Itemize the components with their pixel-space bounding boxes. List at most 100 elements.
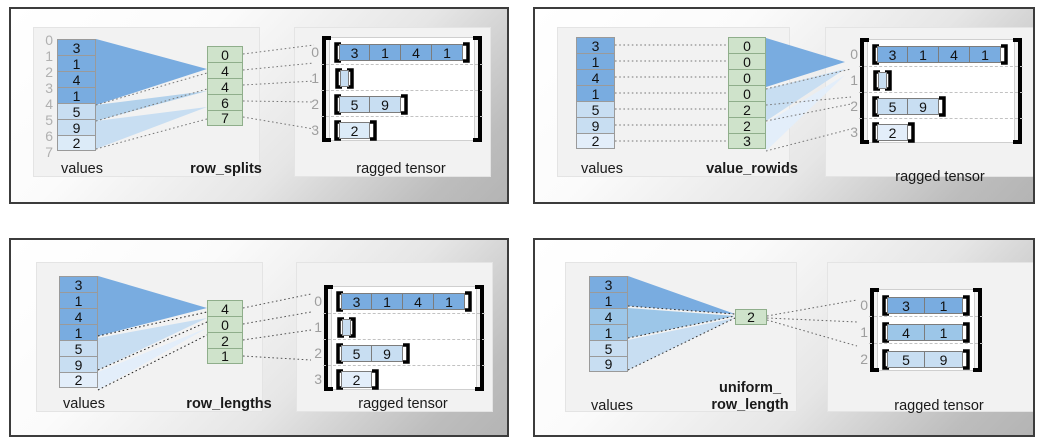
ragged-cell: 4 xyxy=(939,46,970,63)
value-cell: 3 xyxy=(59,276,98,293)
ragged-cell: 9 xyxy=(925,351,963,368)
encoding-column-row-lengths: 4 0 2 1 xyxy=(207,300,243,364)
ragged-cell: 2 xyxy=(877,124,908,141)
encoding-cell: 7 xyxy=(207,110,243,126)
encoding-cell: 2 xyxy=(728,117,766,134)
panel-row-lengths: 3 1 4 1 5 9 2 4 0 2 1 xyxy=(9,238,509,437)
caption-encoding-line2: row_length xyxy=(711,396,789,413)
ragged-cell: 9 xyxy=(372,345,403,362)
encoding-cell: 6 xyxy=(207,94,243,111)
caption-tensor: ragged tensor xyxy=(358,396,448,412)
ragged-row: 3 1 xyxy=(887,297,963,314)
ragged-cell: 5 xyxy=(341,345,372,362)
value-cell: 1 xyxy=(59,324,98,341)
ragged-cell: 3 xyxy=(339,44,370,61)
row-index-label: 1 xyxy=(311,70,319,86)
value-cell: 5 xyxy=(589,340,628,357)
ragged-cell: 3 xyxy=(877,46,908,63)
value-cell: 9 xyxy=(576,117,615,134)
encoding-cell: 0 xyxy=(728,53,766,70)
row-index-label: 3 xyxy=(311,122,319,138)
value-index-label: 3 xyxy=(45,80,53,96)
row-index-label: 3 xyxy=(314,371,322,387)
value-index-label: 4 xyxy=(45,96,53,112)
value-cell: 1 xyxy=(576,85,615,102)
ragged-cell: 4 xyxy=(887,324,925,341)
row-index-label: 0 xyxy=(860,297,868,313)
encoding-cell: 0 xyxy=(207,316,243,333)
value-index-label: 1 xyxy=(45,48,53,64)
row-index-label: 1 xyxy=(850,72,858,88)
encoding-cell: 4 xyxy=(207,78,243,95)
value-cell: 9 xyxy=(57,119,96,136)
ragged-row: 2 xyxy=(877,124,908,141)
ragged-row: 2 xyxy=(341,371,372,388)
ragged-row: 5 9 xyxy=(339,96,401,113)
row-index-label: 3 xyxy=(850,124,858,140)
value-cell: 1 xyxy=(589,324,628,341)
encoding-cell: 0 xyxy=(728,85,766,102)
encoding-cell: 3 xyxy=(728,133,766,149)
ragged-row-empty xyxy=(342,319,351,336)
encoding-cell: 0 xyxy=(728,37,766,54)
ragged-cell: 4 xyxy=(401,44,432,61)
value-cell: 1 xyxy=(57,55,96,72)
caption-values: values xyxy=(591,398,633,414)
encoding-cell: 0 xyxy=(207,46,243,63)
ragged-cell: 1 xyxy=(970,46,1001,63)
value-cell: 2 xyxy=(57,135,96,151)
caption-tensor: ragged tensor xyxy=(356,161,446,177)
value-cell: 4 xyxy=(59,308,98,325)
panel-value-rowids: 3 1 4 1 5 9 2 0 0 0 0 2 2 3 xyxy=(533,7,1035,204)
value-cell: 3 xyxy=(57,39,96,56)
values-column-row-lengths: 3 1 4 1 5 9 2 xyxy=(59,276,98,388)
value-cell: 1 xyxy=(57,87,96,104)
caption-encoding-line1: uniform_ xyxy=(718,380,782,396)
ragged-cell: 3 xyxy=(887,297,925,314)
caption-tensor: ragged tensor xyxy=(894,398,984,414)
ragged-cell-empty xyxy=(340,70,349,87)
value-cell: 5 xyxy=(576,101,615,118)
row-index-label: 2 xyxy=(311,96,319,112)
value-index-label: 0 xyxy=(45,32,53,48)
ragged-cell: 1 xyxy=(434,293,465,310)
value-cell: 4 xyxy=(576,69,615,86)
ragged-cell: 9 xyxy=(908,98,939,115)
ragged-row: 3 1 4 1 xyxy=(877,46,1001,63)
ragged-cell: 1 xyxy=(925,297,963,314)
caption-encoding: row_splits xyxy=(190,161,262,177)
ragged-row: 3 1 4 1 xyxy=(339,44,463,61)
encoding-cell: 2 xyxy=(207,332,243,349)
value-cell: 2 xyxy=(59,372,98,388)
row-index-label: 2 xyxy=(314,345,322,361)
ragged-cell: 1 xyxy=(908,46,939,63)
encoding-cell: 2 xyxy=(735,309,767,325)
ragged-cell: 1 xyxy=(370,44,401,61)
value-cell: 3 xyxy=(576,37,615,54)
caption-values: values xyxy=(581,161,623,177)
row-index-label: 2 xyxy=(860,351,868,367)
encoding-cell: 4 xyxy=(207,300,243,317)
value-index-label: 7 xyxy=(45,144,53,160)
encoding-column-uniform-row-length: 2 xyxy=(735,309,767,325)
ragged-cell-empty xyxy=(342,319,351,336)
ragged-cell: 1 xyxy=(925,324,963,341)
ragged-cell-empty xyxy=(878,72,887,89)
ragged-row: 2 xyxy=(339,122,370,139)
value-cell: 4 xyxy=(57,71,96,88)
value-cell: 5 xyxy=(59,340,98,357)
encoding-cell: 2 xyxy=(728,101,766,118)
value-cell: 1 xyxy=(589,292,628,309)
value-cell: 3 xyxy=(589,276,628,293)
ragged-row-empty xyxy=(340,70,349,87)
ragged-cell: 3 xyxy=(341,293,372,310)
ragged-cell: 1 xyxy=(372,293,403,310)
ragged-row: 5 9 xyxy=(887,351,963,368)
ragged-cell: 4 xyxy=(403,293,434,310)
row-index-label: 0 xyxy=(314,293,322,309)
row-index-label: 2 xyxy=(850,98,858,114)
row-index-label: 0 xyxy=(850,46,858,62)
value-index-label: 6 xyxy=(45,128,53,144)
value-cell: 4 xyxy=(589,308,628,325)
